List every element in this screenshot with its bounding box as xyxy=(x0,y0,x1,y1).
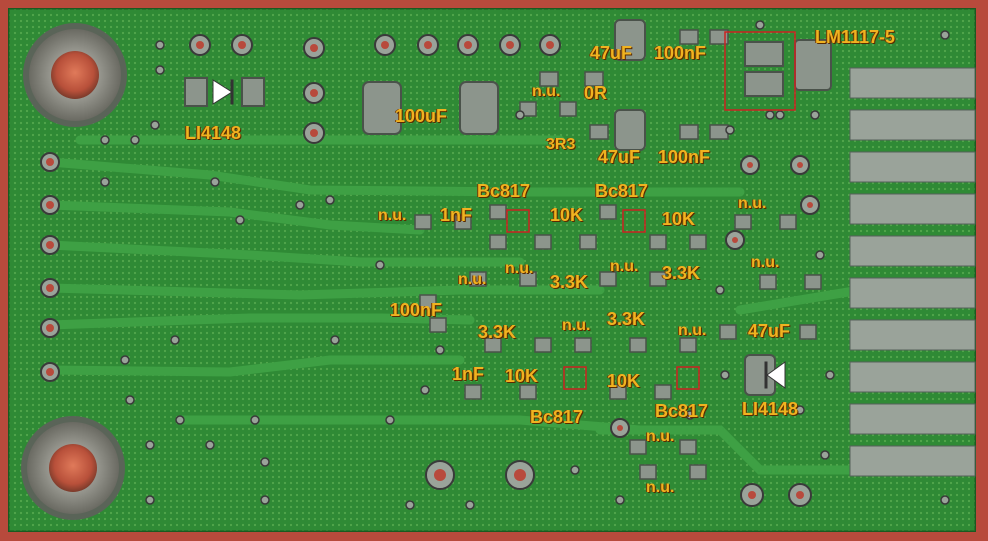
d2-part-label: LI4148 xyxy=(742,399,799,419)
small-smd-pads xyxy=(414,29,822,480)
through-holes xyxy=(425,155,820,507)
d1-part-label: LI4148 xyxy=(185,123,242,143)
r-10k-d-label: 10K xyxy=(607,371,641,391)
r-3k3-a-label: 3.3K xyxy=(550,272,589,292)
q3-part-label: Bc817 xyxy=(530,407,584,427)
r-0r-label: 0R xyxy=(584,83,608,103)
diode-symbols xyxy=(212,79,786,389)
c-1nf-low-label: 1nF xyxy=(452,364,485,384)
u1-part-label: LM1117-5 xyxy=(815,27,896,47)
c-47uf-low-label: 47uF xyxy=(748,321,791,341)
left-pin-header xyxy=(40,152,60,382)
r-nu-top-label: n.u. xyxy=(532,83,561,100)
r-nu-g-label: n.u. xyxy=(646,479,675,496)
r-nu-e-label: n.u. xyxy=(678,322,707,339)
q2-part-label: Bc817 xyxy=(595,181,649,201)
large-smd-pads xyxy=(184,19,832,396)
left-pin-holes xyxy=(46,158,54,376)
part-markers xyxy=(506,31,796,390)
c-100nf-mid-label: 100nF xyxy=(658,147,711,167)
r-nu-f-label: n.u. xyxy=(646,428,675,445)
vias xyxy=(100,20,950,510)
r-nu-b-label: n.u. xyxy=(505,260,534,277)
edge-connector xyxy=(849,67,976,477)
bus-traces xyxy=(45,135,965,475)
c-47uf-top-label: 47uF xyxy=(590,43,633,63)
mounting-hole-bottom xyxy=(21,416,125,520)
q1-part-label: Bc817 xyxy=(477,181,531,201)
r-nu-right1-label: n.u. xyxy=(738,195,767,212)
r-nu-a-label: n.u. xyxy=(458,271,487,288)
r-3k3-c-label: 3.3K xyxy=(478,322,517,342)
r-10k-c-label: 10K xyxy=(505,366,539,386)
mounting-hole-top xyxy=(23,23,127,127)
c-100uf-label: 100uF xyxy=(395,106,448,126)
r-10k-a-label: 10K xyxy=(550,205,584,225)
r-3k3-d-label: 3.3K xyxy=(607,309,646,329)
c-1nf-top-label: 1nF xyxy=(440,205,473,225)
c-47uf-mid-label: 47uF xyxy=(598,147,641,167)
r-10k-b-label: 10K xyxy=(662,209,696,229)
r-nu-d-label: n.u. xyxy=(562,317,591,334)
r-nu-right2-label: n.u. xyxy=(751,254,780,271)
r-3k3-b-label: 3.3K xyxy=(662,263,701,283)
c-100nf-left-label: 100nF xyxy=(390,300,443,320)
r-nu-c-label: n.u. xyxy=(610,258,639,275)
r-3r3-label: 3R3 xyxy=(546,136,576,153)
r-nu-left-label: n.u. xyxy=(378,207,407,224)
c-100nf-top-label: 100nF xyxy=(654,43,707,63)
q4-part-label: Bc817 xyxy=(655,401,709,421)
